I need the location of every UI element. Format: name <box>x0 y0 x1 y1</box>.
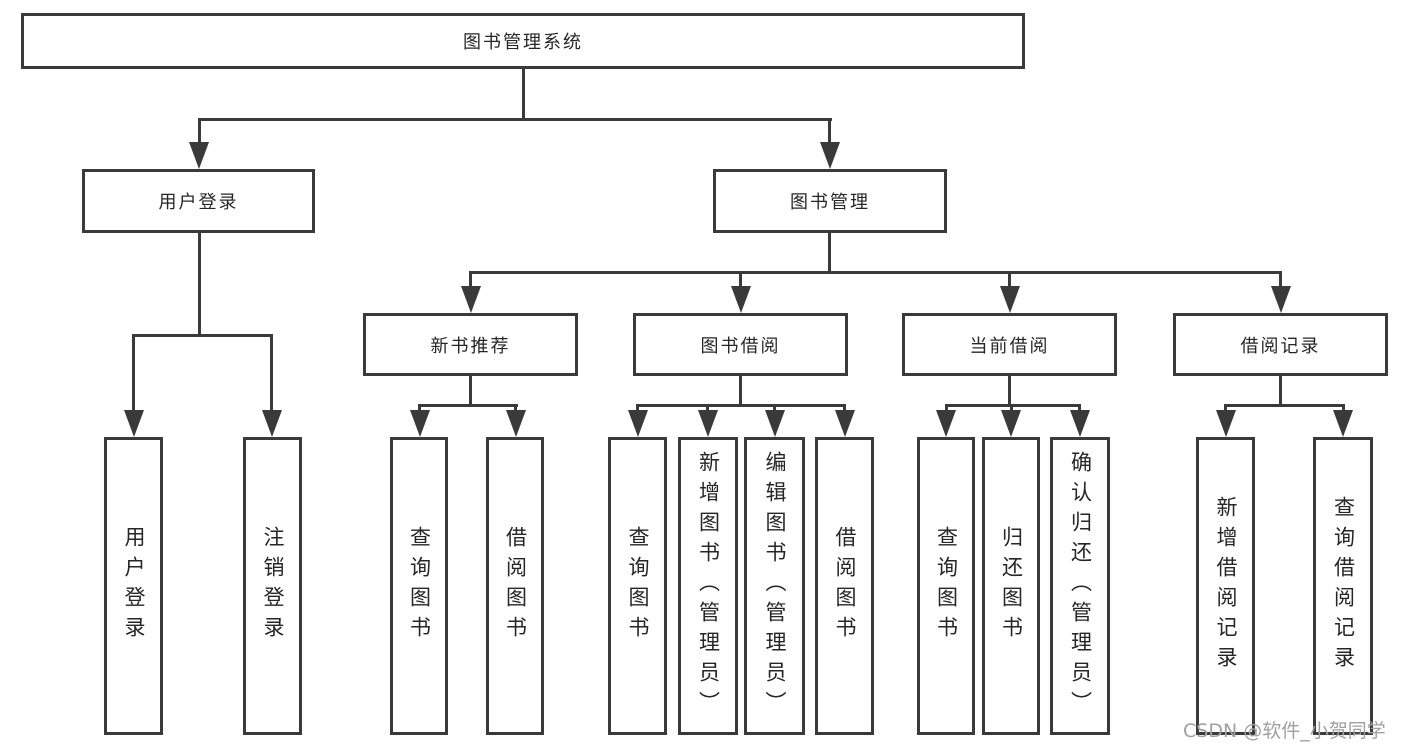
arrow-down-icon <box>461 286 481 313</box>
arrow-down-icon <box>820 142 840 169</box>
leaf-logout: 注销登录 <box>243 437 302 735</box>
leaf-add-borrow-record: 新增借阅记录 <box>1196 437 1255 735</box>
leaf-query-books-current: 查询图书 <box>917 437 975 735</box>
connector-book-mgmt-tail-1 <box>469 271 472 289</box>
connector-current-branch <box>945 404 1081 407</box>
connector-user-login-tail-1 <box>132 334 135 414</box>
node-book-borrow: 图书借阅 <box>633 313 848 376</box>
leaf-edit-book-admin-label: 编辑图书（管理员） <box>763 451 787 721</box>
node-library-system-label: 图书管理系统 <box>463 32 583 53</box>
node-book-borrow-label: 图书借阅 <box>700 335 781 357</box>
leaf-query-books-borrow-label: 查询图书 <box>626 526 650 646</box>
connector-root-tail-right <box>828 118 831 148</box>
node-book-management: 图书管理 <box>713 169 947 233</box>
leaf-query-books-current-label: 查询图书 <box>934 526 959 646</box>
arrow-down-icon <box>1000 286 1020 313</box>
connector-book-mgmt-tail-4 <box>1279 271 1282 289</box>
arrow-down-icon <box>835 410 855 437</box>
connector-book-mgmt-tail-3 <box>1008 271 1011 289</box>
node-borrow-records: 借阅记录 <box>1173 313 1388 376</box>
arrow-down-icon <box>410 410 430 437</box>
leaf-confirm-return-admin-label: 确认归还（管理员） <box>1068 451 1093 721</box>
leaf-user-login-label: 用户登录 <box>122 526 146 646</box>
connector-root-branch <box>198 118 832 121</box>
leaf-logout-label: 注销登录 <box>261 526 285 646</box>
arrow-down-icon <box>1333 410 1353 437</box>
connector-root-stem <box>522 68 525 118</box>
arrow-down-icon <box>1271 286 1291 313</box>
connector-recommend-tail-1 <box>418 404 421 414</box>
leaf-query-borrow-record: 查询借阅记录 <box>1313 437 1373 735</box>
arrow-down-icon <box>936 410 956 437</box>
connector-records-tail-1 <box>1224 404 1227 414</box>
leaf-user-login: 用户登录 <box>104 437 163 735</box>
leaf-query-borrow-record-label: 查询借阅记录 <box>1331 496 1356 676</box>
node-borrow-records-label: 借阅记录 <box>1240 335 1321 357</box>
connector-current-tail-2 <box>1010 404 1013 414</box>
arrow-down-icon <box>1070 410 1090 437</box>
connector-records-stem <box>1279 375 1282 406</box>
connector-borrow-tail-2 <box>706 404 709 414</box>
leaf-return-books: 归还图书 <box>982 437 1040 735</box>
leaf-query-books-borrow: 查询图书 <box>608 437 667 735</box>
connector-user-login-tail-2 <box>270 334 273 414</box>
node-book-management-label: 图书管理 <box>790 192 870 213</box>
watermark-csdn: CSDN @软件_小贺同学 <box>1183 720 1386 742</box>
node-current-borrow-label: 当前借阅 <box>969 335 1050 357</box>
connector-current-tail-1 <box>945 404 948 414</box>
leaf-add-borrow-record-label: 新增借阅记录 <box>1214 496 1238 676</box>
connector-current-stem <box>1008 375 1011 406</box>
leaf-borrow-books-recommend-label: 借阅图书 <box>503 526 528 646</box>
connector-borrow-branch <box>636 404 846 407</box>
leaf-borrow-books-borrow: 借阅图书 <box>815 437 874 735</box>
leaf-return-books-label: 归还图书 <box>999 526 1024 646</box>
connector-current-tail-3 <box>1078 404 1081 414</box>
node-new-book-recommend-label: 新书推荐 <box>430 335 511 357</box>
connector-recommend-branch <box>418 404 518 407</box>
arrow-down-icon <box>506 410 526 437</box>
node-user-login-label: 用户登录 <box>158 192 239 213</box>
arrow-down-icon <box>765 410 785 437</box>
leaf-borrow-books-borrow-label: 借阅图书 <box>833 526 857 646</box>
connector-book-mgmt-tail-2 <box>739 271 742 289</box>
arrow-down-icon <box>731 286 751 313</box>
connector-user-login-stem <box>198 233 201 336</box>
leaf-edit-book-admin: 编辑图书（管理员） <box>744 437 805 735</box>
connector-recommend-tail-2 <box>514 404 517 414</box>
arrow-down-icon <box>628 410 648 437</box>
node-current-borrow: 当前借阅 <box>902 313 1117 376</box>
connector-book-mgmt-stem <box>828 233 831 273</box>
connector-records-tail-2 <box>1342 404 1345 414</box>
node-user-login: 用户登录 <box>82 169 315 233</box>
leaf-add-book-admin: 新增图书（管理员） <box>678 437 738 735</box>
leaf-confirm-return-admin: 确认归还（管理员） <box>1050 437 1110 735</box>
leaf-query-books-recommend: 查询图书 <box>390 437 448 735</box>
connector-borrow-tail-3 <box>773 404 776 414</box>
connector-records-branch <box>1224 404 1345 407</box>
arrow-down-icon <box>698 410 718 437</box>
node-library-system: 图书管理系统 <box>21 13 1025 69</box>
connector-user-login-branch <box>132 334 273 337</box>
connector-borrow-stem <box>739 375 742 406</box>
arrow-down-icon <box>189 142 209 169</box>
connector-book-mgmt-branch <box>469 271 1282 274</box>
arrow-down-icon <box>262 410 282 437</box>
connector-recommend-stem <box>469 375 472 406</box>
leaf-borrow-books-recommend: 借阅图书 <box>486 437 544 735</box>
arrow-down-icon <box>124 410 144 437</box>
connector-root-tail-left <box>198 118 201 148</box>
leaf-add-book-admin-label: 新增图书（管理员） <box>696 451 721 721</box>
connector-borrow-tail-1 <box>636 404 639 414</box>
connector-borrow-tail-4 <box>843 404 846 414</box>
arrow-down-icon <box>1216 410 1236 437</box>
node-new-book-recommend: 新书推荐 <box>363 313 578 376</box>
arrow-down-icon <box>1001 410 1021 437</box>
leaf-query-books-recommend-label: 查询图书 <box>407 526 432 646</box>
